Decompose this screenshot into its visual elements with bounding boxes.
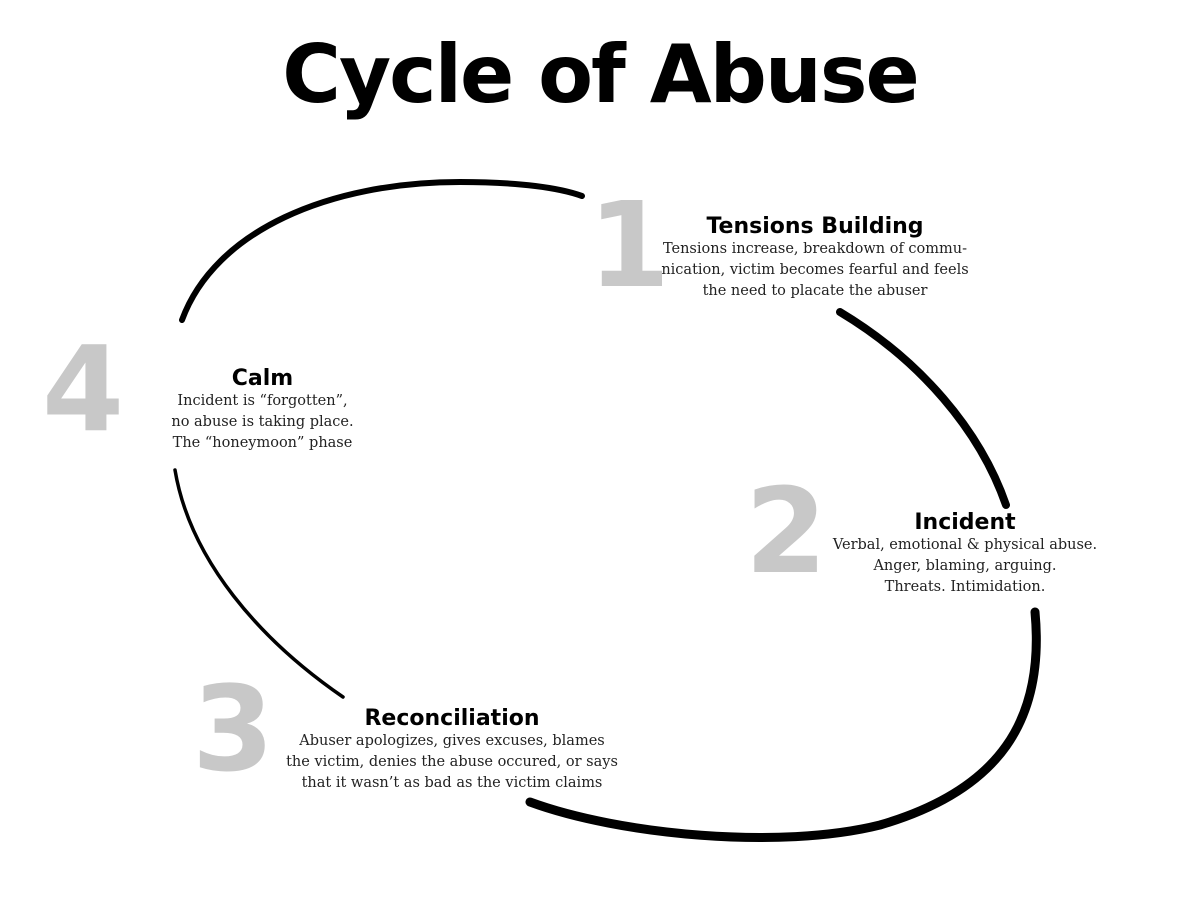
- stage-description-line: the victim, denies the abuse occured, or…: [286, 754, 618, 770]
- arc-tension-to-incident: [836, 308, 1010, 509]
- stage-description-line: The “honeymoon” phase: [172, 435, 353, 451]
- arc-incident-to-reconciliation: [525, 607, 1041, 842]
- stage-description-line: Incident is “forgotten”,: [177, 393, 348, 409]
- stage-description-line: Threats. Intimidation.: [884, 579, 1046, 595]
- stage-number-3: 3: [192, 660, 275, 798]
- stage-description-line: Abuser apologizes, gives excuses, blames: [299, 733, 605, 749]
- stage-number-1: 1: [588, 176, 671, 314]
- stage-description-line: the need to placate the abuser: [702, 283, 928, 299]
- stage-description-line: no abuse is taking place.: [171, 414, 354, 430]
- stage-heading: Tensions Building: [706, 214, 924, 239]
- stage-heading: Calm: [231, 366, 294, 391]
- stage-description-line: Anger, blaming, arguing.: [873, 558, 1057, 574]
- stage-tensions-building: Tensions Building Tensions increase, bre…: [630, 214, 1000, 302]
- stage-heading: Incident: [914, 510, 1016, 535]
- stage-number-2: 2: [745, 462, 828, 600]
- stage-number-4: 4: [42, 320, 125, 458]
- stage-reconciliation: Reconciliation Abuser apologizes, gives …: [272, 706, 632, 794]
- diagram-title: Cycle of Abuse: [282, 28, 919, 121]
- stage-heading: Reconciliation: [364, 706, 540, 731]
- stage-calm: Calm Incident is “forgotten”, no abuse i…: [150, 366, 375, 454]
- stage-description-line: that it wasn’t as bad as the victim clai…: [301, 775, 603, 791]
- arc-calm-to-tension: [179, 178, 585, 323]
- stage-description-line: nication, victim becomes fearful and fee…: [661, 262, 969, 278]
- arc-reconciliation-to-calm: [173, 468, 345, 699]
- stage-description-line: Tensions increase, breakdown of commu-: [662, 241, 968, 257]
- stage-incident: Incident Verbal, emotional & physical ab…: [825, 510, 1105, 598]
- stage-description-line: Verbal, emotional & physical abuse.: [832, 537, 1098, 553]
